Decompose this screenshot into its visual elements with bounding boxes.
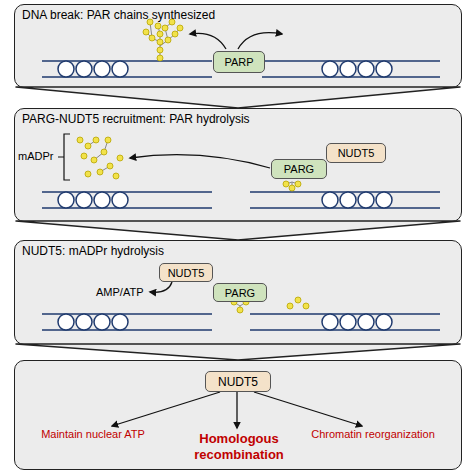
protein-box: PARP [213, 51, 265, 73]
step-panel: PARG-NUDT5 recruitment: PAR hydrolysisPA… [14, 108, 462, 222]
outcome-panel: Maintain nuclear ATP Homologous recombina… [14, 360, 462, 470]
protein-label: NUDT5 [218, 375, 258, 389]
protein-box: NUDT5 [159, 263, 213, 282]
protein-label: NUDT5 [338, 147, 375, 159]
protein-box: PARG [213, 283, 267, 302]
molecule-label: AMP/ATP [96, 286, 143, 298]
molecule-label: mADPr [18, 150, 53, 162]
panel-title: NUDT5: mADPr hydrolysis [22, 244, 164, 258]
outcome-text: Maintain nuclear ATP [18, 427, 168, 441]
step-panel: NUDT5: mADPr hydrolysisNUDT5PARG [14, 240, 462, 345]
step-chevron [16, 221, 460, 240]
protein-box: PARG [271, 159, 327, 179]
protein-label: PARG [225, 287, 255, 299]
panel-title: DNA break: PAR chains synthesized [22, 8, 215, 22]
protein-box: NUDT5 [205, 371, 271, 392]
protein-label: PARP [224, 56, 253, 68]
protein-label: PARG [284, 163, 314, 175]
outcome-text: Homologous recombination [178, 431, 300, 463]
step-panel: DNA break: PAR chains synthesizedPARP [14, 4, 462, 88]
protein-box: NUDT5 [326, 143, 386, 163]
outcome-text: Chromatin reorganization [293, 427, 453, 441]
panel-title: PARG-NUDT5 recruitment: PAR hydrolysis [22, 112, 250, 126]
step-chevron [16, 344, 460, 360]
step-chevron [16, 87, 460, 108]
protein-label: NUDT5 [168, 267, 205, 279]
